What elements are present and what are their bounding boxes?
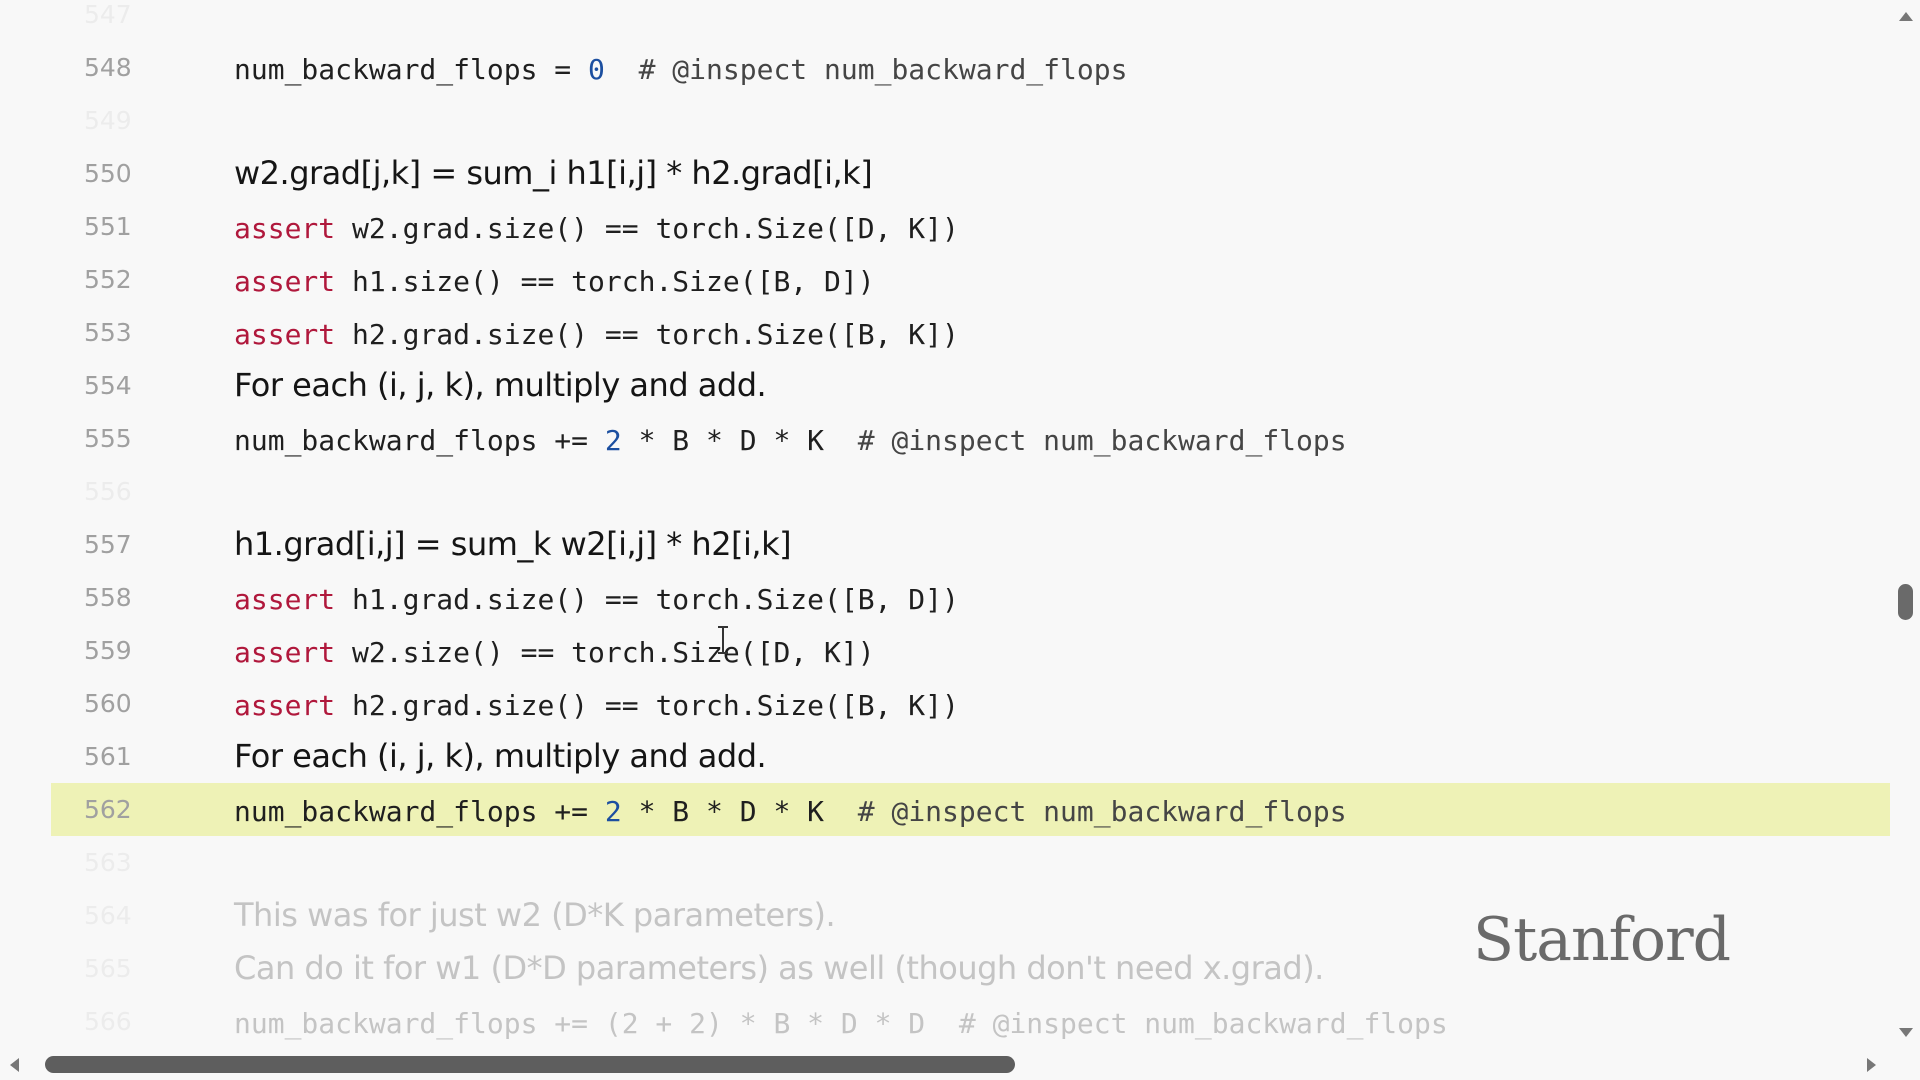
code-token: * B * D * K [621,795,825,828]
line-number: 558 [84,583,132,612]
comment-text: For each (i, j, k), multiply and add. [234,737,767,775]
line-number: 555 [84,424,132,453]
code-line[interactable]: 561 For each (i, j, k), multiply and add. [0,730,1890,783]
code-token: num_backward_flops += (2 + 2) * B * D * … [234,1007,1448,1040]
line-number: 553 [84,318,132,347]
scroll-right-arrow-icon[interactable] [1867,1058,1876,1072]
keyword-token: assert [234,318,336,351]
code-text: assert h1.grad.size() == torch.Size([B, … [234,583,959,616]
scroll-left-arrow-icon[interactable] [10,1058,19,1072]
code-token: For each (i, j, k), multiply and add. [234,366,767,404]
code-line[interactable]: 564 This was for just w2 (D*K parameters)… [0,889,1890,942]
code-token: For each (i, j, k), multiply and add. [234,737,767,775]
keyword-token: assert [234,689,336,722]
code-line[interactable]: 552 assert h1.size() == torch.Size([B, D]… [0,253,1890,306]
comment-text: For each (i, j, k), multiply and add. [234,366,767,404]
keyword-token: assert [234,583,336,616]
line-number: 547 [84,0,132,29]
horizontal-scrollbar[interactable] [0,1050,1890,1080]
line-number: 561 [84,742,132,771]
line-number: 562 [84,795,132,824]
code-line[interactable]: 550 w2.grad[j,k] = sum_i h1[i,j] * h2.gra… [0,147,1890,200]
code-line[interactable]: 556 [0,465,1890,518]
scroll-down-arrow-icon[interactable] [1899,1028,1913,1037]
line-number: 554 [84,371,132,400]
code-line[interactable]: 548 num_backward_flops = 0 # @inspect num… [0,41,1890,94]
code-token: h1.grad[i,j] = sum_k w2[i,j] * h2[i,k] [234,525,792,563]
line-number: 559 [84,636,132,665]
code-token: h2.grad.size() == torch.Size([B, K]) [335,318,959,351]
keyword-token: assert [234,212,336,245]
code-line-current[interactable]: 562 num_backward_flops += 2 * B * D * K #… [51,783,1890,836]
comment-token: # @inspect num_backward_flops [604,53,1128,86]
number-token: 2 [604,795,622,828]
comment-token: # @inspect num_backward_flops [824,424,1347,457]
code-line[interactable]: 565 Can do it for w1 (D*D parameters) as … [0,942,1890,995]
code-token: This was for just w2 (D*K parameters). [234,896,836,934]
line-number: 564 [84,901,132,930]
scroll-up-arrow-icon[interactable] [1899,12,1913,21]
horizontal-scroll-thumb[interactable] [45,1056,1015,1073]
code-token: w2.size() == torch.Size([D, K]) [335,636,875,669]
code-text: assert w2.grad.size() == torch.Size([D, … [234,212,959,245]
vertical-scrollbar[interactable] [1890,0,1920,1050]
code-token: Can do it for w1 (D*D parameters) as wel… [234,949,1324,987]
code-line[interactable]: 554 For each (i, j, k), multiply and add. [0,359,1890,412]
line-number: 549 [84,106,132,135]
code-token: * B * D * K [621,424,825,457]
code-token: h1.grad.size() == torch.Size([B, D]) [335,583,959,616]
code-line[interactable]: 551 assert w2.grad.size() == torch.Size([… [0,200,1890,253]
code-text: num_backward_flops += 2 * B * D * K # @i… [234,795,1347,828]
code-token: num_backward_flops += [234,795,605,828]
code-line[interactable]: 560 assert h2.grad.size() == torch.Size([… [0,677,1890,730]
line-number: 566 [84,1007,132,1036]
line-number: 550 [84,159,132,188]
code-token: w2.grad.size() == torch.Size([D, K]) [335,212,959,245]
code-line[interactable]: 555 num_backward_flops += 2 * B * D * K #… [0,412,1890,465]
line-number: 560 [84,689,132,718]
code-line[interactable]: 553 assert h2.grad.size() == torch.Size([… [0,306,1890,359]
text-cursor-icon [718,626,728,654]
comment-text: Can do it for w1 (D*D parameters) as wel… [234,949,1324,987]
code-text: num_backward_flops += 2 * B * D * K # @i… [234,424,1347,457]
line-number: 563 [84,848,132,877]
code-line[interactable]: 559 assert w2.size() == torch.Size([D, K]… [0,624,1890,677]
code-text: num_backward_flops += (2 + 2) * B * D * … [234,1007,1448,1040]
code-line[interactable]: 566 num_backward_flops += (2 + 2) * B * D… [0,995,1890,1048]
code-line[interactable]: 558 assert h1.grad.size() == torch.Size([… [0,571,1890,624]
code-line[interactable]: 547 [0,0,1890,41]
line-number: 557 [84,530,132,559]
number-token: 2 [604,424,622,457]
comment-text: This was for just w2 (D*K parameters). [234,896,836,934]
number-token: 0 [588,53,605,86]
code-text: assert w2.size() == torch.Size([D, K]) [234,636,875,669]
code-line[interactable]: 557 h1.grad[i,j] = sum_k w2[i,j] * h2[i,k… [0,518,1890,571]
code-text: num_backward_flops = 0 # @inspect num_ba… [234,53,1127,86]
code-token: num_backward_flops += [234,424,605,457]
comment-text: w2.grad[j,k] = sum_i h1[i,j] * h2.grad[i… [234,154,873,192]
code-text: assert h1.size() == torch.Size([B, D]) [234,265,875,298]
vertical-scroll-thumb[interactable] [1898,584,1913,620]
line-number: 548 [84,53,132,82]
code-line[interactable]: 563 [0,836,1890,889]
comment-text: h1.grad[i,j] = sum_k w2[i,j] * h2[i,k] [234,525,792,563]
line-number: 556 [84,477,132,506]
keyword-token: assert [234,636,336,669]
code-token: num_backward_flops = [234,53,589,86]
line-number: 552 [84,265,132,294]
stanford-watermark: Stanford [1473,905,1731,975]
code-text: assert h2.grad.size() == torch.Size([B, … [234,318,959,351]
comment-token: # @inspect num_backward_flops [824,795,1347,828]
code-token: h2.grad.size() == torch.Size([B, K]) [335,689,959,722]
code-text: assert h2.grad.size() == torch.Size([B, … [234,689,959,722]
code-token: h1.size() == torch.Size([B, D]) [335,265,875,298]
code-line[interactable]: 549 [0,94,1890,147]
line-number: 551 [84,212,132,241]
line-number: 565 [84,954,132,983]
keyword-token: assert [234,265,336,298]
code-token: w2.grad[j,k] = sum_i h1[i,j] * h2.grad[i… [234,154,873,192]
